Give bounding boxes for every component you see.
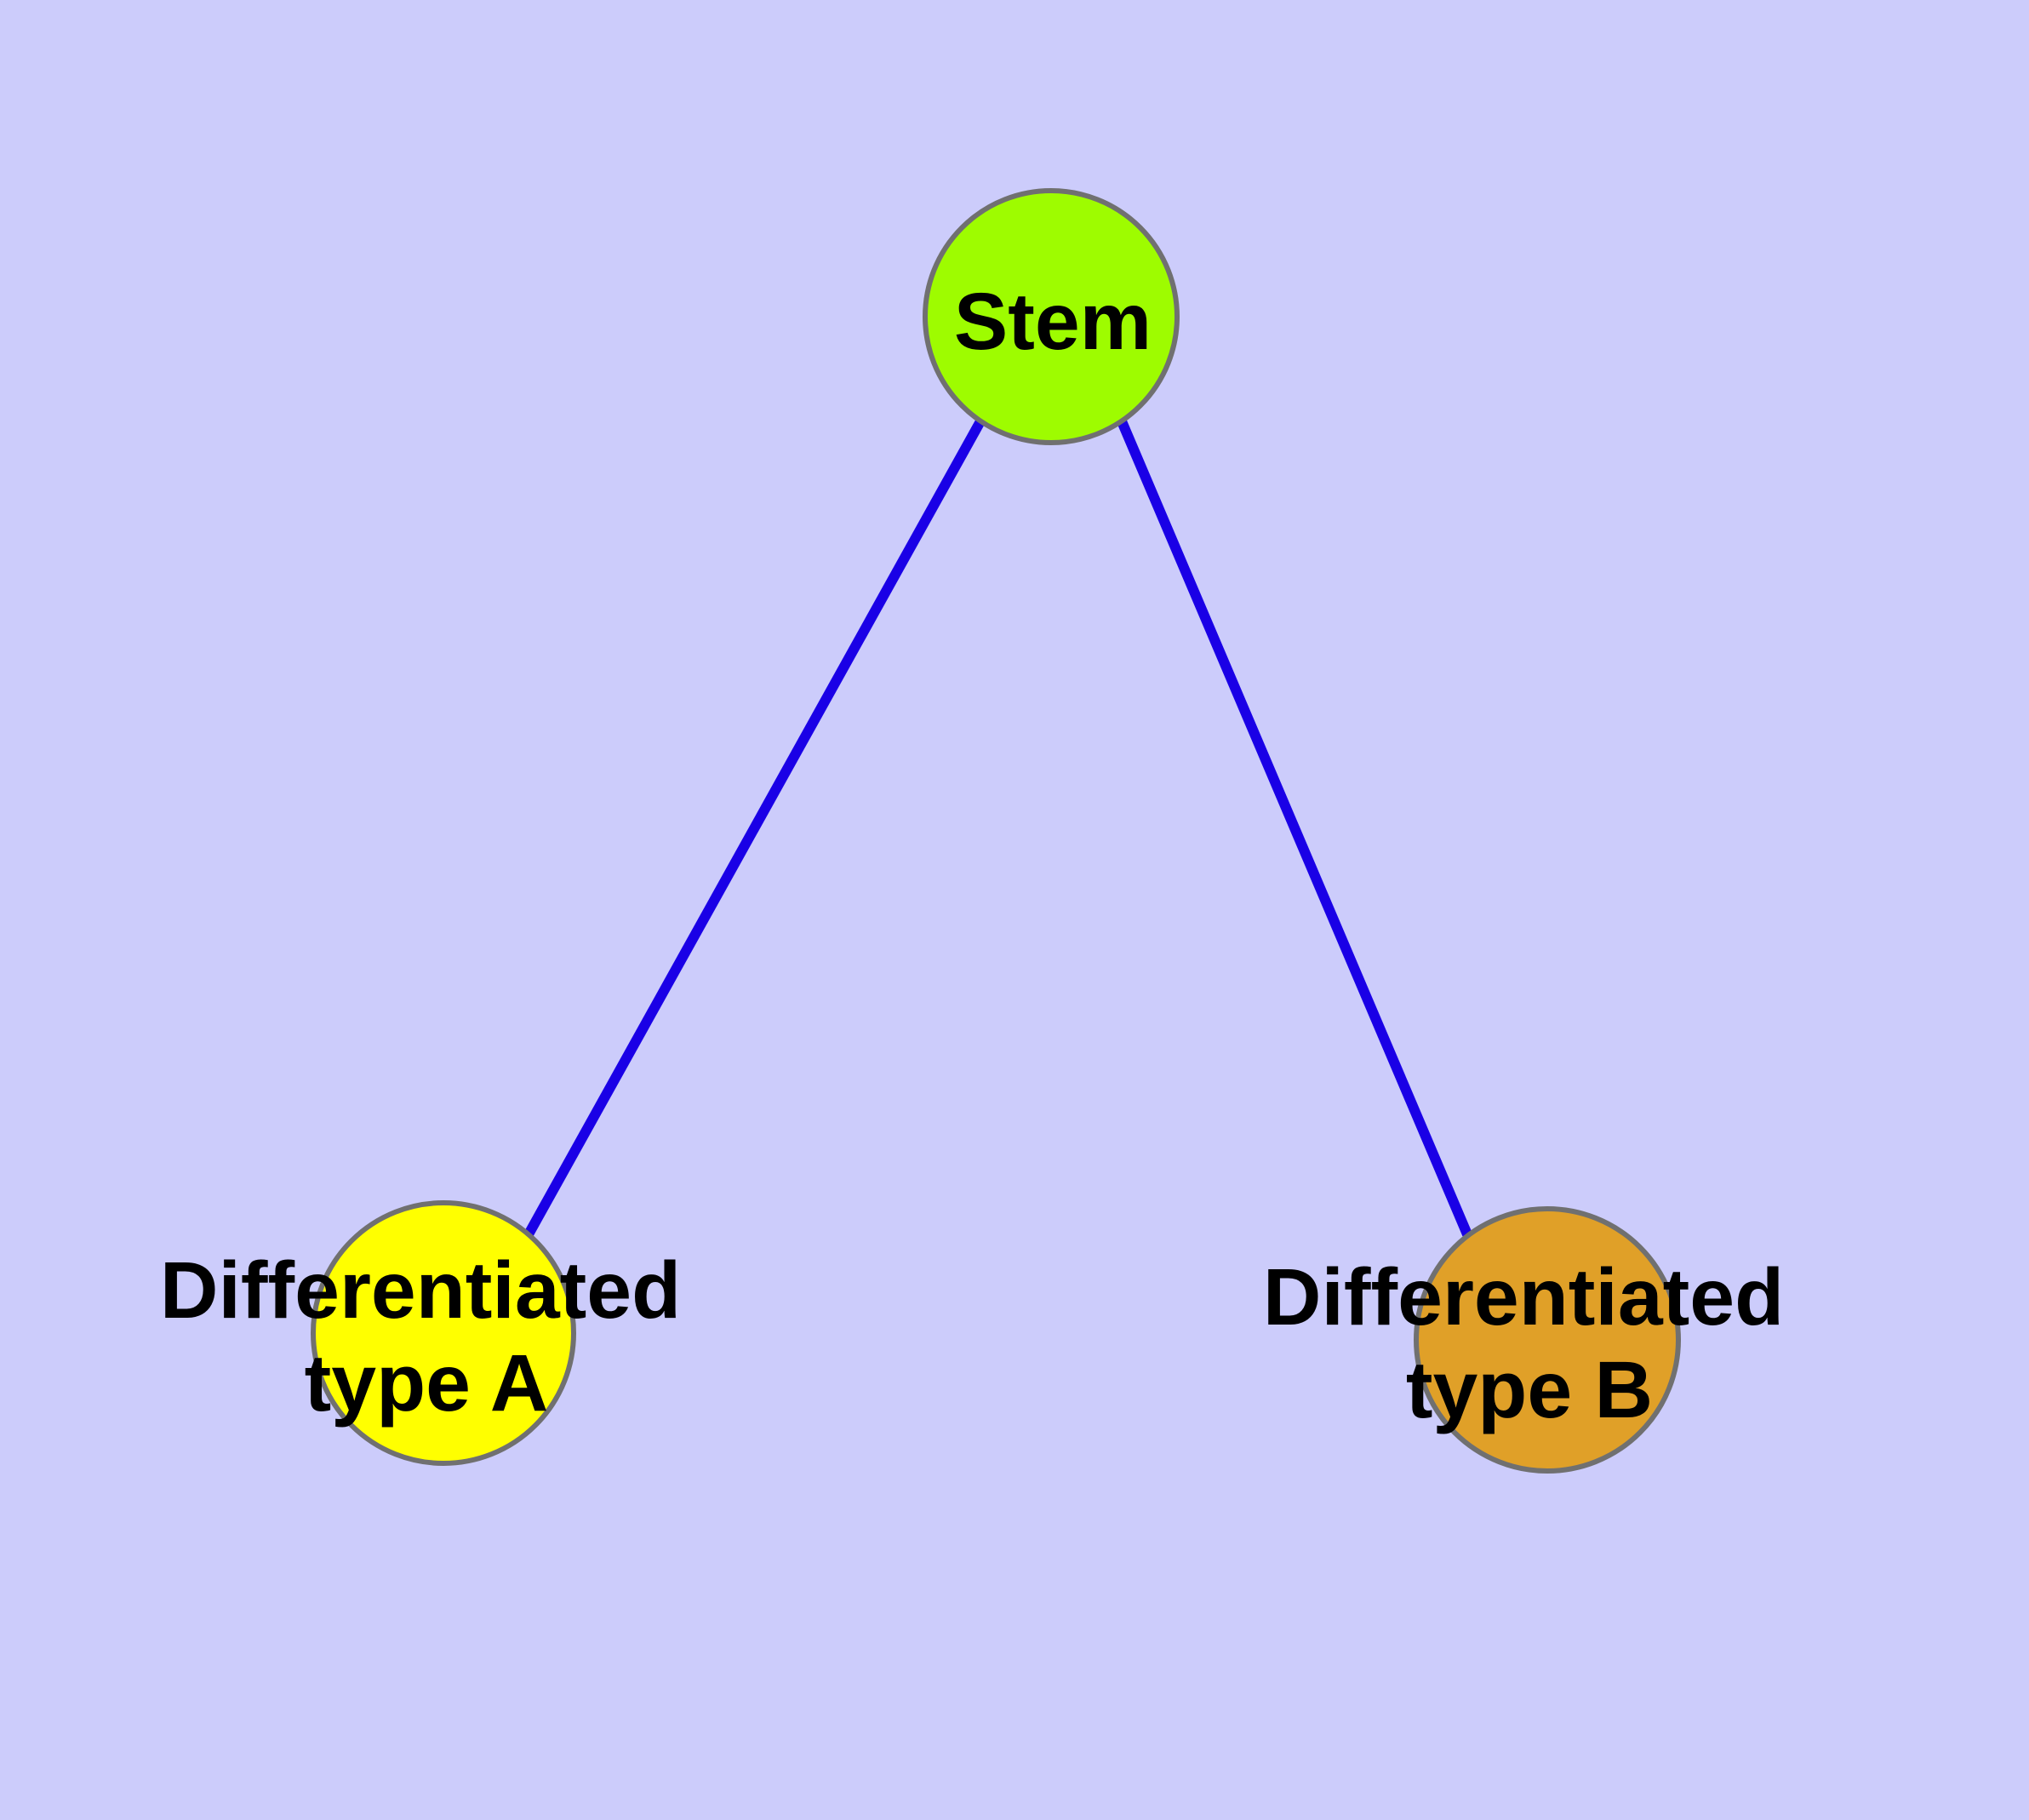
node-differentiated-type-b[interactable] [1414,1206,1681,1474]
node-stem[interactable]: Stem [923,188,1180,445]
node-layer: Stem [311,188,1681,1474]
edge-layer [523,419,1472,1237]
node-stem-label-line-1: Stem [954,277,1152,367]
node-differentiated-type-a-label-line-2: type A [305,1338,549,1428]
node-differentiated-type-a-circle[interactable] [311,1200,576,1466]
node-differentiated-type-b-circle[interactable] [1414,1206,1681,1474]
edge-stem-to-differentiated-type-b[interactable] [1117,419,1472,1237]
edge-stem-to-differentiated-type-a[interactable] [523,419,986,1237]
node-differentiated-type-b-label-line-1: Differentiated [1263,1252,1784,1342]
node-label-layer: Differentiated type A Differentiated typ… [160,1245,1784,1435]
node-differentiated-type-a[interactable] [311,1200,576,1466]
node-differentiated-type-b-label-line-2: type B [1406,1345,1653,1435]
node-differentiated-type-a-label-line-1: Differentiated [160,1245,681,1336]
node-stem-circle[interactable] [923,188,1180,445]
